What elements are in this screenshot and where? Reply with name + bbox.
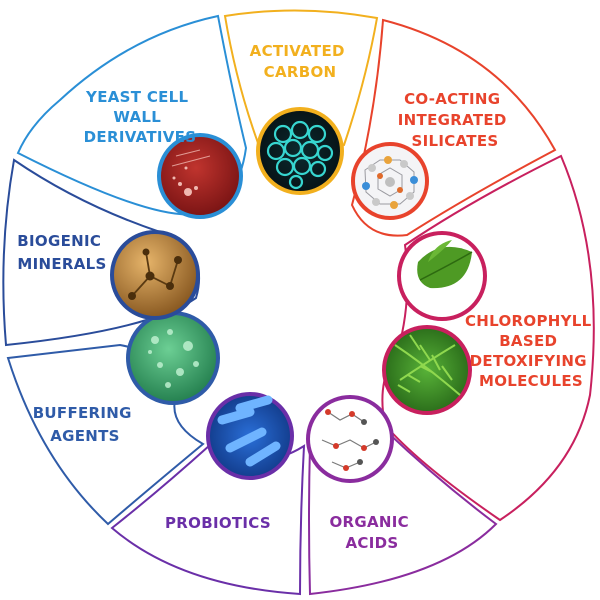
label-co-acting-integrated-silicates: CO-ACTING INTEGRATED SILICATES — [398, 90, 512, 150]
probiotics-image — [206, 392, 294, 480]
label-chlorophyll-based-detoxifying-molecules: CHLOROPHYLL BASED DETOXIFYING MOLECULES — [465, 312, 597, 390]
label-yeast-cell-wall-derivatives: YEAST CELL WALL DERIVATIVES — [84, 88, 197, 146]
buffering-agents-image — [126, 311, 220, 405]
ingredient-image-circles — [110, 107, 487, 483]
label-activated-carbon: ACTIVATED CARBON — [250, 42, 351, 81]
activated-carbon-image — [256, 107, 344, 195]
yeast-image — [157, 133, 243, 219]
label-probiotics: PROBIOTICS — [165, 514, 271, 532]
segment-labels: ACTIVATED CARBON CO-ACTING INTEGRATED SI… — [17, 42, 597, 552]
segment-activated-carbon — [223, 9, 379, 157]
label-organic-acids: ORGANIC ACIDS — [330, 513, 415, 552]
biogenic-minerals-image — [110, 230, 200, 320]
leaf-image — [397, 231, 487, 321]
label-buffering-agents: BUFFERING AGENTS — [33, 404, 138, 445]
organic-acids-image — [306, 395, 394, 483]
silicates-image — [351, 142, 429, 220]
fern-image — [382, 325, 472, 415]
label-biogenic-minerals: BIOGENIC MINERALS — [17, 232, 106, 273]
